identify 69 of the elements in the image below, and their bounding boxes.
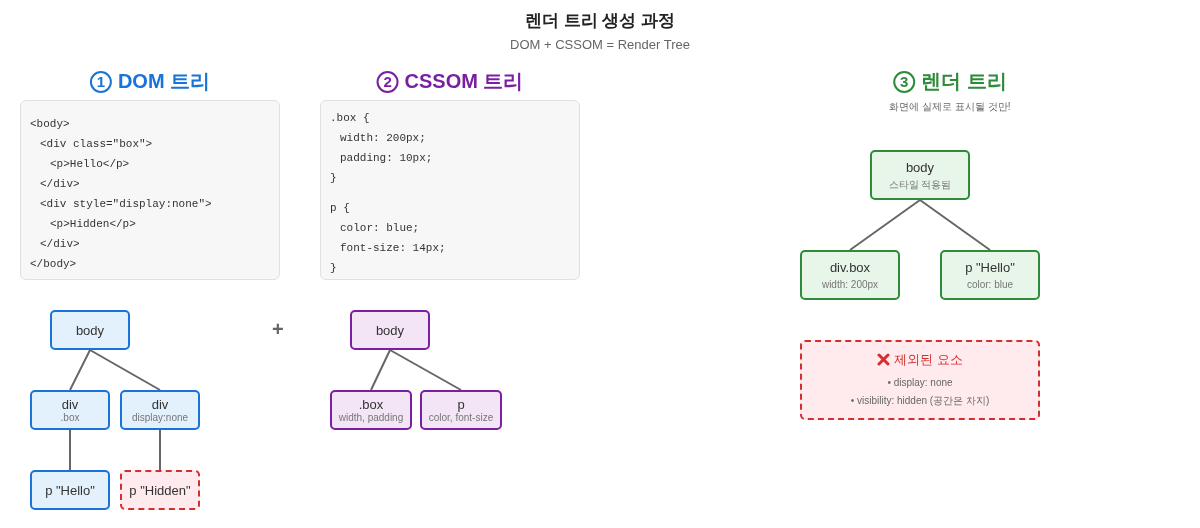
- connector-line: [159, 429, 161, 471]
- node-label: p "Hello": [45, 482, 95, 498]
- tree-node: [350, 310, 430, 350]
- node-sublabel: width: 200px: [821, 278, 879, 291]
- node-label: div: [151, 396, 169, 412]
- tree-node: [30, 470, 110, 510]
- diagram-title: 렌더 트리 생성 과정: [523, 10, 677, 32]
- code-line: <body>: [30, 117, 70, 131]
- tree-node: [800, 250, 900, 300]
- node-label: p "Hello": [965, 259, 1015, 275]
- node-label: body: [375, 322, 405, 338]
- code-block: [20, 100, 280, 280]
- code-line: <div class="box">: [40, 137, 153, 151]
- code-line: }: [330, 261, 337, 275]
- plus-sign: +: [272, 318, 284, 341]
- code-line: }: [330, 171, 337, 185]
- node-sublabel: .box: [60, 411, 80, 424]
- node-sublabel: display:none: [131, 411, 189, 424]
- node-label: .box: [358, 396, 384, 412]
- excluded-heading: 제외된 요소: [894, 350, 963, 369]
- section-heading: CSSOM 트리: [404, 69, 524, 94]
- connector-line: [919, 199, 991, 251]
- subtitle: DOM + CSSOM = Render Tree: [509, 37, 691, 52]
- tree-node: [330, 390, 412, 430]
- bullet-item: • display: none: [887, 375, 953, 390]
- tree-node: [120, 470, 200, 510]
- section-note: 화면에 실제로 표시될 것만!: [888, 100, 1012, 114]
- code-line: </div>: [40, 177, 80, 191]
- tree-node: [50, 310, 130, 350]
- section-heading: DOM 트리: [117, 69, 211, 94]
- node-label: div.box: [829, 259, 871, 275]
- node-label: body: [75, 322, 105, 338]
- node-sublabel: 스타일 적용됨: [888, 178, 952, 191]
- code-line: font-size: 14px;: [340, 241, 446, 255]
- number-badge: 1: [89, 70, 112, 93]
- code-line: </div>: [40, 237, 80, 251]
- section-heading: 렌더 트리: [921, 69, 1007, 94]
- number-badge: 3: [893, 70, 916, 93]
- code-line: <div style="display:none">: [40, 197, 212, 211]
- code-block: [320, 100, 580, 280]
- tree-node: [420, 390, 502, 430]
- connector-line: [69, 429, 71, 471]
- connector-line: [370, 349, 391, 391]
- node-label: body: [905, 159, 935, 175]
- bullet-item: • visibility: hidden (공간은 차지): [850, 393, 990, 408]
- code-line: width: 200px;: [340, 131, 426, 145]
- node-label: p: [457, 396, 465, 412]
- excluded-panel: [800, 340, 1040, 420]
- node-sublabel: color, font-size: [428, 411, 494, 424]
- code-line: <p>Hidden</p>: [50, 217, 136, 231]
- connector-line: [89, 349, 161, 391]
- code-line: color: blue;: [340, 221, 420, 235]
- tree-node: [940, 250, 1040, 300]
- code-line: .box {: [330, 111, 370, 125]
- connector-line: [69, 349, 91, 391]
- node-label: p "Hidden": [129, 482, 191, 498]
- node-label: div: [61, 396, 79, 412]
- code-line: <p>Hello</p>: [50, 157, 130, 171]
- number-badge: 2: [376, 70, 399, 93]
- node-sublabel: color: blue: [966, 278, 1014, 291]
- connector-line: [849, 199, 921, 251]
- tree-node: [120, 390, 200, 430]
- tree-node: [30, 390, 110, 430]
- tree-node: [870, 150, 970, 200]
- connector-line: [389, 349, 462, 391]
- code-line: p {: [330, 201, 350, 215]
- code-line: </body>: [30, 257, 77, 271]
- node-sublabel: width, padding: [338, 411, 404, 424]
- code-line: padding: 10px;: [340, 151, 433, 165]
